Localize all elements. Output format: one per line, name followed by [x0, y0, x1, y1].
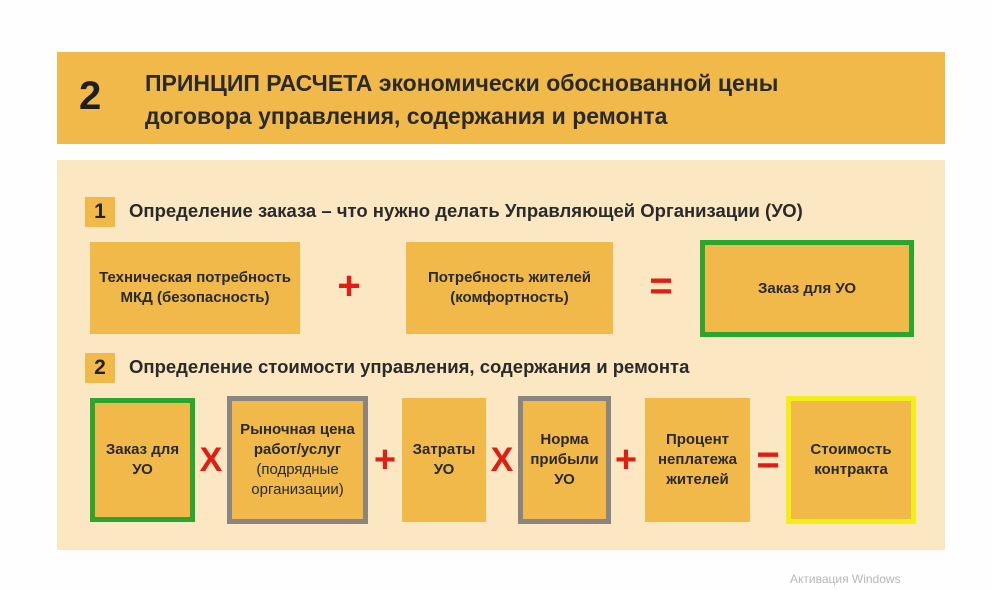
- contract-cost-box: Стоимость контракта: [786, 396, 916, 524]
- multiply-operator-2: Х: [490, 441, 514, 479]
- costs-box: Затраты УО: [402, 398, 486, 522]
- profit-norm-label: Норма прибыли УО: [530, 431, 599, 488]
- nonpayment-label: Процент неплатежа жителей: [658, 431, 737, 488]
- windows-activation-watermark: Активация Windows: [790, 572, 901, 586]
- technical-need-box: Техническая потребность МКД (безопасност…: [90, 242, 300, 334]
- plus-operator-3: +: [614, 439, 638, 481]
- plus-operator: +: [337, 264, 361, 308]
- section1-number: 1: [85, 197, 115, 227]
- section2-number: 2: [85, 353, 115, 383]
- costs-label: Затраты УО: [412, 441, 476, 478]
- header-title-bold: ПРИНЦИП РАСЧЕТА: [145, 70, 373, 96]
- order-label: Заказ для УО: [105, 441, 180, 478]
- header-title-rest: экономически обоснованной цены: [372, 70, 779, 96]
- order-result-box: Заказ для УО: [700, 240, 914, 337]
- market-price-box: Рыночная цена работ/услуг (подрядные орг…: [227, 396, 368, 524]
- contract-cost-label: Стоимость контракта: [810, 441, 892, 478]
- nonpayment-box: Процент неплатежа жителей: [645, 398, 750, 522]
- equals-operator-2: =: [756, 438, 780, 482]
- plus-operator-2: +: [373, 439, 397, 481]
- slide-header: 2 ПРИНЦИП РАСЧЕТА экономически обоснован…: [57, 52, 945, 144]
- header-title: ПРИНЦИП РАСЧЕТА экономически обоснованно…: [145, 67, 925, 133]
- residents-need-box: Потребность жителей (комфортность): [406, 242, 613, 334]
- section1-title: Определение заказа – что нужно делать Уп…: [129, 200, 803, 221]
- equals-operator: =: [649, 264, 673, 308]
- header-number: 2: [79, 74, 102, 118]
- market-price-label: Рыночная цена работ/услуг: [240, 421, 355, 458]
- market-price-sublabel: (подрядные организации): [251, 461, 344, 498]
- order-result-label: Заказ для УО: [758, 279, 856, 297]
- multiply-operator-1: Х: [199, 441, 223, 479]
- order-box: Заказ для УО: [90, 398, 195, 522]
- residents-need-label: Потребность жителей (комфортность): [427, 269, 592, 306]
- section2-title: Определение стоимости управления, содерж…: [129, 356, 690, 377]
- content-panel: 1 Определение заказа – что нужно делать …: [57, 160, 945, 550]
- profit-norm-box: Норма прибыли УО: [518, 396, 611, 524]
- header-title-line2: договора управления, содержания и ремонт…: [145, 103, 668, 129]
- technical-need-label: Техническая потребность МКД (безопасност…: [99, 269, 291, 306]
